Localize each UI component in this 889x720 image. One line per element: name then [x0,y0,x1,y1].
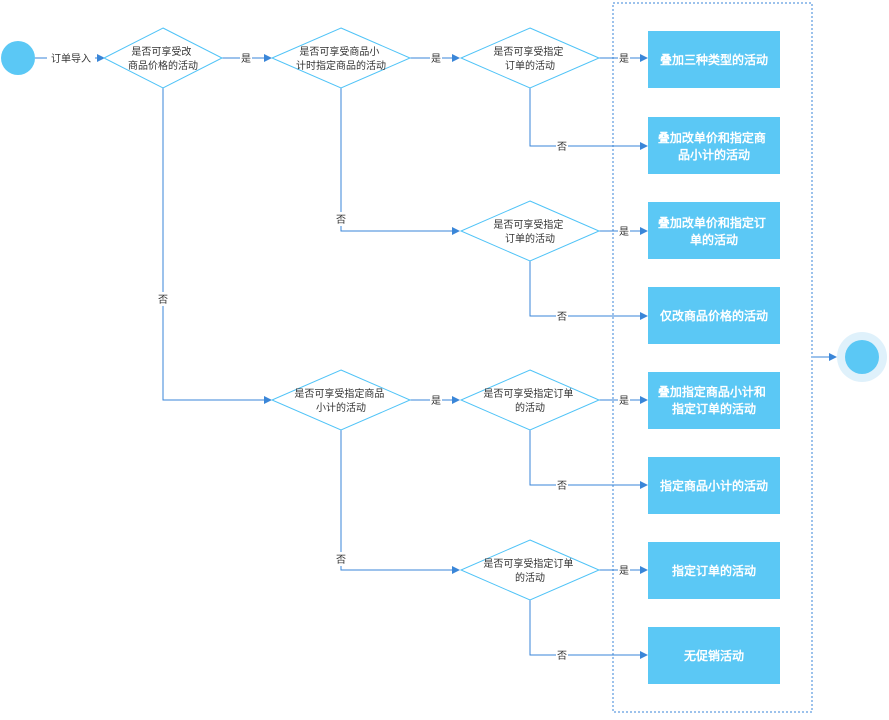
end-node [845,340,879,374]
decision-d1 [102,27,224,89]
edge-d7-r8 [529,600,648,659]
result-box-r4 [648,287,780,344]
edge-d3-r2 [529,88,648,150]
edge-label-no: 否 [557,480,567,492]
edge-label-yes: 是 [619,395,629,407]
edge-d1-d5 [162,88,272,404]
edge-label-no: 否 [557,311,567,323]
edge-label-no: 否 [557,141,567,153]
decision-d2-text: 是否可享受商品小 计时指定商品的活动 [296,45,386,72]
decision-d3 [459,27,601,89]
edge-label-yes: 是 [431,53,441,65]
edge-label-no: 否 [336,554,346,566]
edge-label-yes: 是 [619,53,629,65]
result-r2-text: 叠加改单价和指定商 品小计的活动 [658,130,770,162]
result-r8-text: 无促销活动 [683,648,744,663]
decision-d6 [459,369,601,431]
result-box-r5 [648,372,780,429]
edge-label-no: 否 [158,294,168,306]
start-node [1,41,35,75]
result-r5-text: 叠加指定商品小计和 指定订单的活动 [658,384,770,416]
decision-d7-text: 是否可享受指定订单 的活动 [483,557,576,584]
decision-d7 [459,539,601,601]
decision-d3-text: 是否可享受指定 订单的活动 [493,45,566,72]
result-box-r2 [648,117,780,174]
result-box-r6 [648,457,780,514]
edge-label-yes: 是 [619,565,629,577]
decision-d5-text: 是否可享受指定商品 小计的活动 [294,387,387,414]
decision-d2 [270,27,412,89]
result-r7-text: 指定订单的活动 [672,563,756,578]
edge-label-yes: 是 [431,395,441,407]
result-box-r8 [648,627,780,684]
result-r4-text: 仅改商品价格的活动 [659,308,768,323]
edge-d5-d7 [340,430,460,574]
edge-label-start: 订单导入 [51,53,91,65]
edge-label-yes: 是 [619,226,629,238]
decision-d5 [270,369,412,431]
results-container [612,2,813,713]
edge-d6-r6 [529,430,648,489]
edge-label-no: 否 [557,650,567,662]
edge-d4-r4 [529,261,648,320]
decision-d6-text: 是否可享受指定订单 的活动 [483,387,576,414]
edge-d2-d4 [340,88,460,235]
decision-d4-text: 是否可享受指定 订单的活动 [493,218,566,245]
result-r1-text: 叠加三种类型的活动 [660,52,768,67]
edge-label-no: 否 [336,214,346,226]
result-box-r1 [648,31,780,88]
decision-d1-text: 是否可享受改 商品价格的活动 [128,45,198,72]
result-box-r3 [648,202,780,259]
result-r3-text: 叠加改单价和指定订 单的活动 [658,215,770,247]
edge-label-yes: 是 [241,53,251,65]
decision-d4 [459,200,601,262]
result-box-r7 [648,542,780,599]
result-r6-text: 指定商品小计的活动 [660,478,768,493]
